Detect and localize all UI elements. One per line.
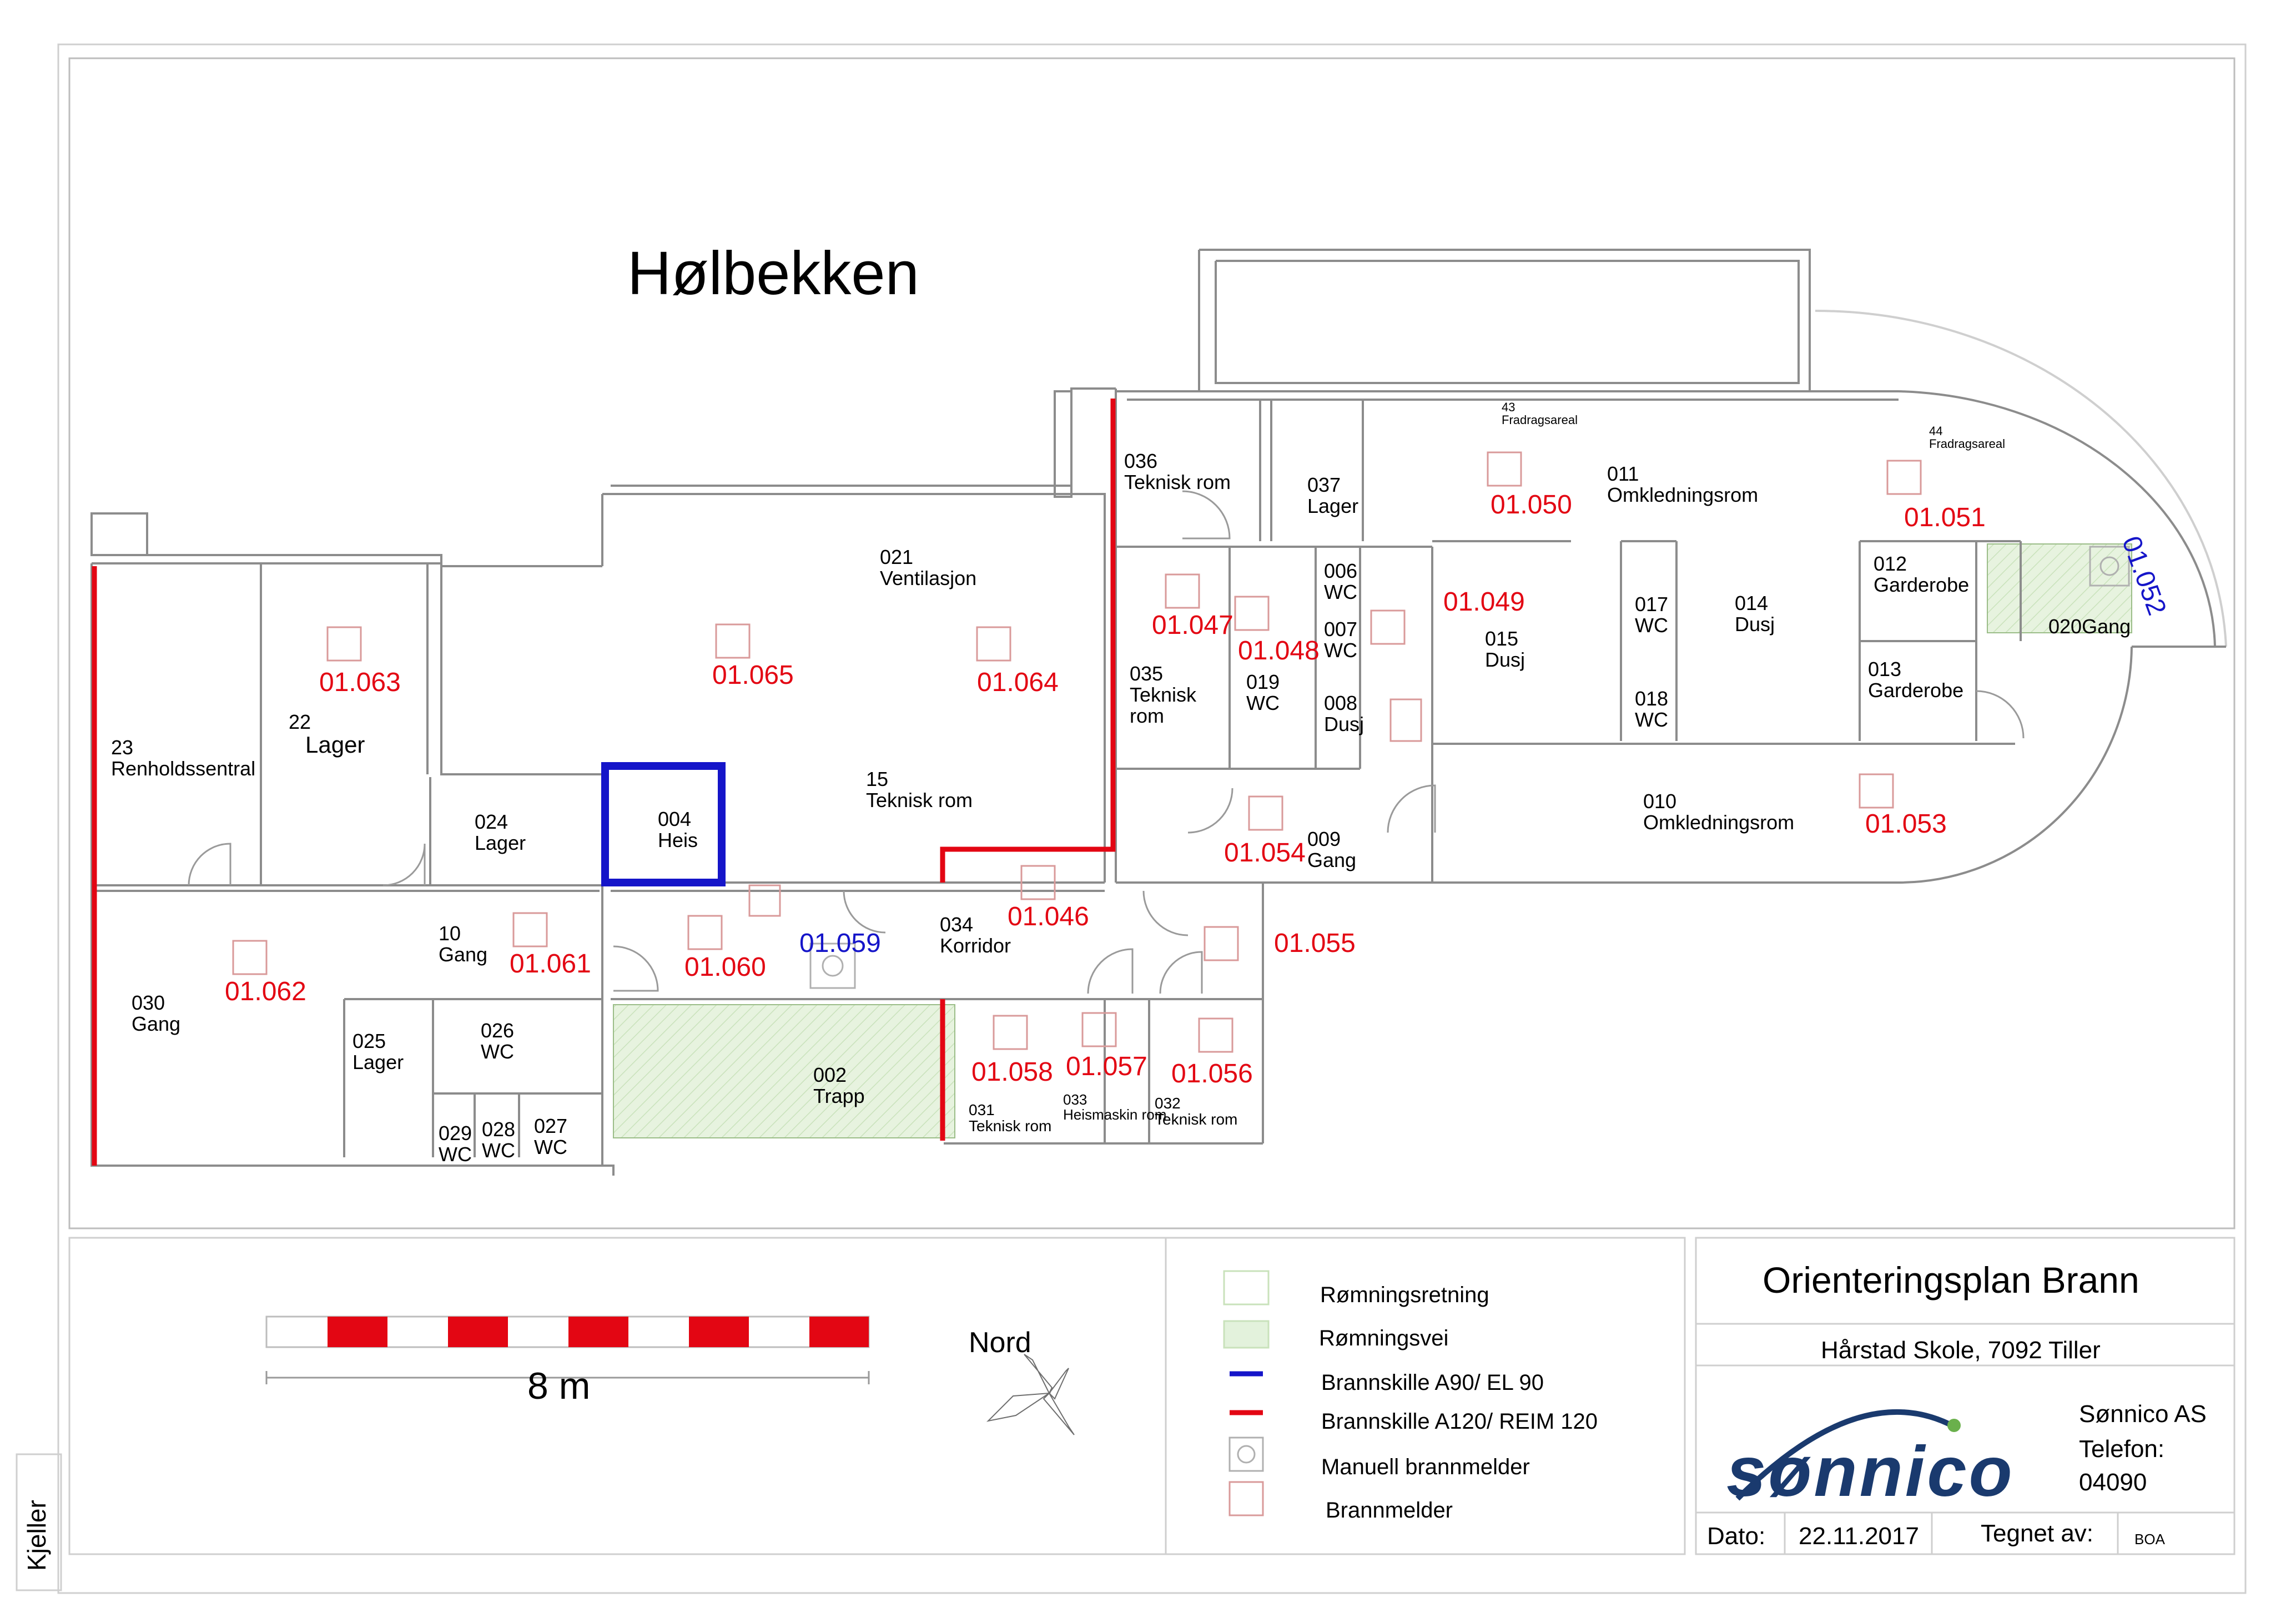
zone-label: 01.064 [977,668,1059,697]
legend-symbols [1223,1270,1270,1516]
drawing-title: Orienteringsplan Brann [1763,1259,2139,1301]
zone-label: 01.061 [510,949,591,979]
titleblock-panel [1695,1237,2235,1555]
zone-label: 01.065 [712,661,794,690]
building-name: Hølbekken [627,239,919,308]
logo-swoosh [1735,1409,1961,1501]
escape-route-area-east [1987,543,2132,633]
date-label: Dato: [1707,1523,1766,1550]
legend-panel [1165,1237,1686,1555]
drawn-by-label: Tegnet av: [1981,1520,2094,1547]
manual-call-point-icons [748,546,2130,989]
drawing-frame [68,57,2235,1229]
walls [90,249,2227,1176]
fire-walls-a120 [92,399,1116,1166]
compass-icon [986,1354,1075,1435]
zone-label: 01.051 [1904,503,1986,532]
zone-label: 01.062 [225,977,306,1006]
zone-label: 01.046 [1008,902,1089,931]
zone-label: 01.059 [799,929,881,958]
zone-label: 01.060 [684,952,766,982]
zone-label: 01.058 [971,1057,1053,1087]
drawn-by-value: BOA [2134,1531,2165,1548]
fire-wall-a90-elevator [601,762,726,886]
legend-item: Brannskille A120/ REIM 120 [1321,1409,1598,1434]
compass-label: Nord [969,1327,1031,1359]
page-border [57,43,2247,1594]
floor-label: Kjeller [22,1500,51,1571]
date-value: 22.11.2017 [1799,1523,1919,1550]
phone-number: 04090 [2079,1469,2147,1496]
zone-label: 01.049 [1443,587,1525,617]
zone-label: 01.047 [1152,611,1233,640]
escape-route-area-stairs [613,1004,955,1138]
legend-item: Brannmelder [1326,1498,1453,1523]
legend-item: Manuell brannmelder [1321,1455,1530,1479]
door-swings [188,490,2025,994]
phone-label: Telefon: [2079,1435,2165,1463]
floor-label-box [16,1453,62,1591]
scale-label: 8 m [527,1365,591,1407]
company-logo: sønnico [1726,1432,2015,1511]
legend-item: Rømningsvei [1319,1326,1449,1350]
zone-label: 01.050 [1491,490,1572,520]
zone-label: 01.053 [1865,809,1947,839]
zone-label: 01.055 [1274,929,1356,958]
smoke-detector-icons [232,451,1922,1053]
zone-label: 01.056 [1171,1059,1253,1088]
zone-label: 01.048 [1238,636,1320,666]
scale-bar [265,1315,870,1384]
room-020: 020Gang [2048,615,2131,638]
address: Hårstad Skole, 7092 Tiller [1821,1337,2101,1364]
zone-label: 01.057 [1066,1052,1147,1081]
zone-label: 01.063 [319,668,401,697]
legend-item: Brannskille A90/ EL 90 [1321,1370,1544,1395]
scale-panel [68,1237,1167,1555]
zone-label: 01.054 [1224,838,1306,868]
legend-item: Rømningsretning [1320,1283,1489,1307]
company-name: Sønnico AS [2079,1400,2207,1428]
